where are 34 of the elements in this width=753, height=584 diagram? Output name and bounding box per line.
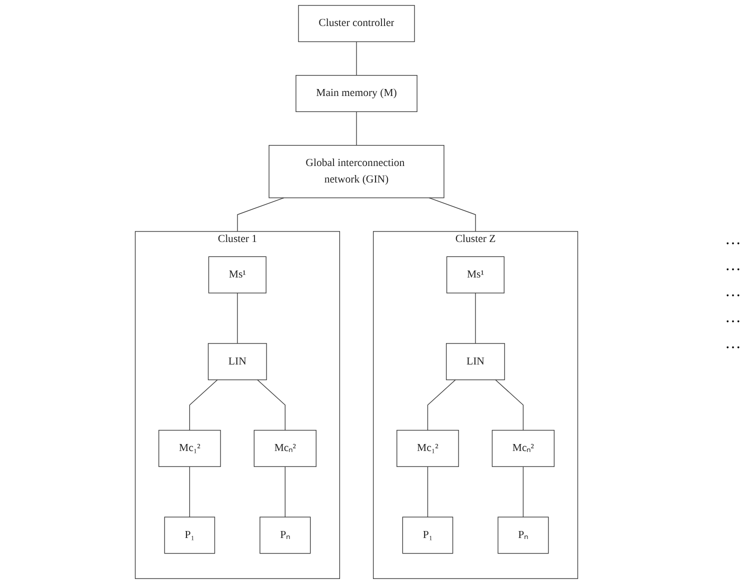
connector	[356, 41, 357, 76]
connector	[284, 466, 286, 518]
node-box: Mcₙ²	[492, 430, 555, 467]
node-box: Cluster controller	[298, 5, 415, 42]
node-box: P₁	[164, 516, 216, 554]
node-box: Mc₁²	[158, 430, 221, 467]
ellipsis-label: …	[725, 309, 741, 327]
node-box: LIN	[446, 343, 505, 380]
connector	[237, 292, 238, 344]
connector	[475, 292, 476, 344]
ellipsis-label: …	[725, 231, 741, 249]
node-box: Pₙ	[260, 516, 311, 554]
node-box: LIN	[208, 343, 267, 380]
node-box: Ms¹	[208, 256, 266, 294]
connector	[427, 466, 428, 518]
connector	[237, 197, 284, 232]
ellipsis-label: …	[725, 283, 741, 301]
connector	[356, 111, 357, 146]
node-box: Mc₁²	[396, 430, 459, 467]
node-box: Global interconnection network (GIN)	[268, 144, 444, 198]
connector	[495, 379, 524, 431]
ellipsis-label: …	[725, 335, 741, 353]
node-box: Mcₙ²	[254, 430, 316, 467]
connector	[427, 379, 456, 431]
connector	[257, 379, 286, 431]
node-box: P₁	[402, 516, 454, 554]
connector	[189, 466, 190, 518]
connector	[189, 379, 218, 431]
node-box: Pₙ	[498, 516, 549, 554]
connector	[428, 197, 476, 232]
connector	[522, 466, 524, 518]
ellipsis-label: …	[725, 257, 741, 275]
node-box: Ms¹	[446, 256, 504, 294]
node-box: Main memory (M)	[296, 75, 418, 112]
